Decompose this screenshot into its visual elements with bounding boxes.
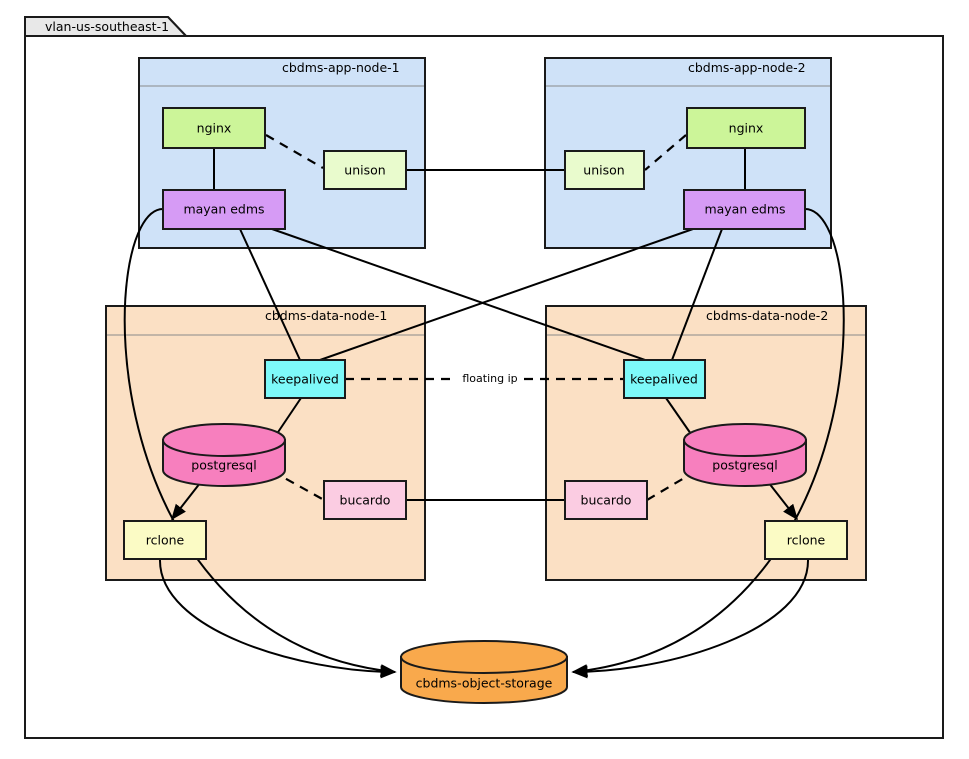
edge-mayan-edms2-object-storage — [571, 208, 845, 677]
postgresql-2-cylinder-top[interactable] — [683, 423, 807, 457]
nginx-2-rect[interactable] — [686, 107, 806, 149]
keepalived-2-label: keepalived — [630, 372, 698, 387]
node-keepalived-1[interactable]: keepalived — [264, 359, 346, 399]
edge-nginx1-unison1 — [265, 134, 324, 169]
bucardo-1-rect[interactable] — [323, 480, 407, 520]
rclone-2-rect[interactable] — [764, 520, 848, 560]
edge-mayan-edms2-keepalived2 — [671, 228, 723, 361]
edge-postgresql1-bucardo1 — [271, 470, 325, 501]
rclone-1-label: rclone — [146, 533, 185, 548]
node-postgresql-1[interactable]: postgresql — [162, 423, 286, 487]
edge-mayan-edms1-object-storage — [123, 208, 397, 677]
postgresql-1-cylinder-top[interactable] — [162, 423, 286, 457]
object-storage-label: cbdms-object-storage — [416, 676, 553, 691]
keepalived-2-rect[interactable] — [623, 359, 706, 399]
edge-layer: floating ip — [123, 134, 845, 679]
mayan-edms-1-label: mayan edms — [183, 202, 264, 217]
node-postgresql-2[interactable]: postgresql — [683, 423, 807, 487]
vlan-zone-label: vlan-us-southeast-1 — [45, 19, 169, 34]
rclone-2-label: rclone — [787, 533, 826, 548]
data-node-2-title: cbdms-data-node-2 — [706, 308, 828, 323]
unison-1-label: unison — [344, 163, 385, 178]
floating-ip-edge-label: floating ip — [462, 372, 517, 385]
mayan-edms-1-rect[interactable] — [162, 189, 286, 230]
nginx-2-label: nginx — [729, 121, 764, 136]
node-rclone-2[interactable]: rclone — [764, 520, 848, 560]
nginx-1-rect[interactable] — [162, 107, 266, 149]
nginx-1-label: nginx — [197, 121, 232, 136]
vlan-zone-tab — [24, 16, 189, 37]
edge-mayan-edms2-keepalived1 — [319, 228, 694, 361]
postgresql-1-label: postgresql — [191, 458, 256, 473]
unison-1-rect[interactable] — [323, 150, 407, 190]
edge-rclone1-object-storage — [158, 558, 397, 679]
node-keepalived-2[interactable]: keepalived — [623, 359, 706, 399]
node-unison-2[interactable]: unison — [564, 150, 645, 190]
edge-nginx2-unison2 — [644, 134, 687, 171]
postgresql-2-label: postgresql — [712, 458, 777, 473]
keepalived-1-rect[interactable] — [264, 359, 346, 399]
object-storage-cylinder-top[interactable] — [400, 640, 568, 674]
bucardo-2-label: bucardo — [581, 493, 632, 508]
unison-2-label: unison — [583, 163, 624, 178]
keepalived-1-label: keepalived — [271, 372, 339, 387]
node-nginx-1[interactable]: nginx — [162, 107, 266, 149]
mayan-edms-2-label: mayan edms — [704, 202, 785, 217]
node-bucardo-2[interactable]: bucardo — [564, 480, 648, 520]
app-node-2-title: cbdms-app-node-2 — [688, 60, 806, 75]
mayan-edms-2-rect[interactable] — [683, 189, 806, 230]
node-mayan-edms-2[interactable]: mayan edms — [683, 189, 806, 230]
edge-mayan-edms1-keepalived1 — [239, 228, 301, 361]
bucardo-1-label: bucardo — [340, 493, 391, 508]
node-nginx-2[interactable]: nginx — [686, 107, 806, 149]
node-mayan-edms-1[interactable]: mayan edms — [162, 189, 286, 230]
edge-mayan-edms1-keepalived2 — [271, 228, 646, 361]
data-node-1-title: cbdms-data-node-1 — [265, 308, 387, 323]
node-bucardo-1[interactable]: bucardo — [323, 480, 407, 520]
node-object-storage[interactable]: cbdms-object-storage — [400, 640, 568, 704]
rclone-1-rect[interactable] — [123, 520, 207, 560]
bucardo-2-rect[interactable] — [564, 480, 648, 520]
app-node-1-title: cbdms-app-node-1 — [282, 60, 400, 75]
node-unison-1[interactable]: unison — [323, 150, 407, 190]
node-rclone-1[interactable]: rclone — [123, 520, 207, 560]
unison-2-rect[interactable] — [564, 150, 645, 190]
edge-rclone2-object-storage — [571, 558, 810, 679]
